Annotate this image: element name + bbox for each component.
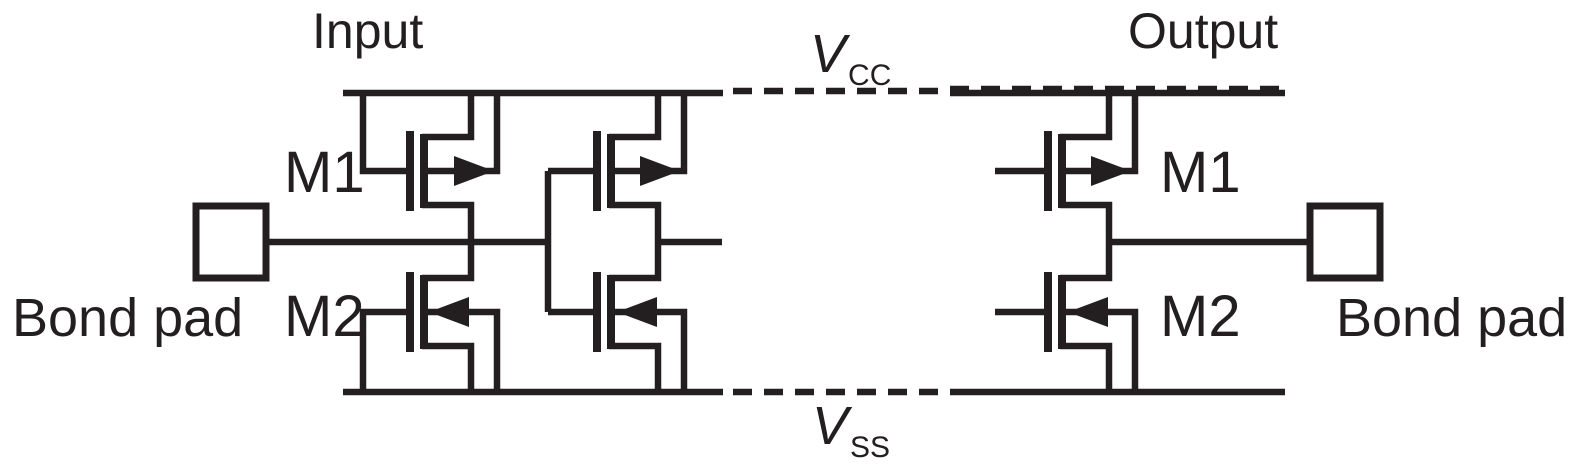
output-bond-pad [1306, 202, 1384, 282]
inverter-pmos-source-to-vcc [609, 93, 662, 141]
input-m1-label: M1 [284, 140, 365, 205]
input-m1-bulk-to-vcc [422, 93, 501, 175]
vss-label: VSS [812, 396, 890, 464]
input-m1-drain-to-node [422, 201, 475, 242]
vss-subscript: SS [850, 431, 890, 464]
output-m2-source-to-vss [1060, 342, 1113, 392]
transistor-input-m2 [359, 242, 501, 392]
input-m2-gate-tie-to-vss [359, 308, 410, 392]
inverter-pmos-bulk-to-vcc [609, 93, 688, 175]
input-bond-pad [192, 202, 270, 282]
inverter-nmos-source-to-vss [609, 342, 662, 392]
vcc-symbol: V [810, 24, 851, 84]
transistor-input-m1 [359, 93, 501, 242]
output-title: Output [1128, 3, 1278, 59]
output-m1-drain-to-node [1060, 201, 1113, 242]
output-m1-label: M1 [1160, 140, 1241, 205]
input-title: Input [312, 3, 423, 59]
vcc-subscript: CC [848, 59, 891, 92]
input-m1-bulk-arrow-icon [454, 156, 494, 186]
input-m2-label: M2 [284, 284, 365, 349]
output-m1-source-to-vcc [1060, 93, 1113, 141]
inverter-nmos-drain-to-node [609, 242, 662, 282]
inverter-pmos-drain-to-node [609, 201, 662, 242]
input-bond-pad-label: Bond pad [12, 288, 243, 348]
inverter-nmos-bulk-to-vss [609, 308, 688, 392]
output-bond-pad-label: Bond pad [1336, 288, 1567, 348]
input-m2-bulk-to-vss [422, 308, 501, 392]
vcc-rail [343, 85, 1285, 97]
input-m2-bulk-arrow-icon [429, 297, 469, 327]
transistor-output-m2 [995, 242, 1139, 392]
input-m1-gate-tie-to-vcc [359, 93, 410, 175]
vss-symbol: V [812, 396, 853, 456]
output-m2-drain-to-node [1060, 242, 1113, 282]
input-m2-drain-to-node [422, 242, 475, 282]
output-m2-label: M2 [1160, 284, 1241, 349]
vcc-label: VCC [810, 24, 891, 92]
output-m2-bulk-to-vss [1060, 308, 1139, 392]
inverter-nmos-bulk-arrow-icon [617, 297, 657, 327]
output-m1-bulk-to-vcc [1060, 93, 1139, 175]
input-m2-source-to-vss [422, 342, 475, 392]
inverter-stage [544, 93, 722, 392]
inverter-pmos-bulk-arrow-icon [640, 156, 680, 186]
transistor-output-m1 [995, 93, 1139, 242]
output-m1-bulk-arrow-icon [1091, 156, 1131, 186]
input-m1-source-to-vcc [422, 93, 475, 141]
output-m2-bulk-arrow-icon [1068, 297, 1108, 327]
